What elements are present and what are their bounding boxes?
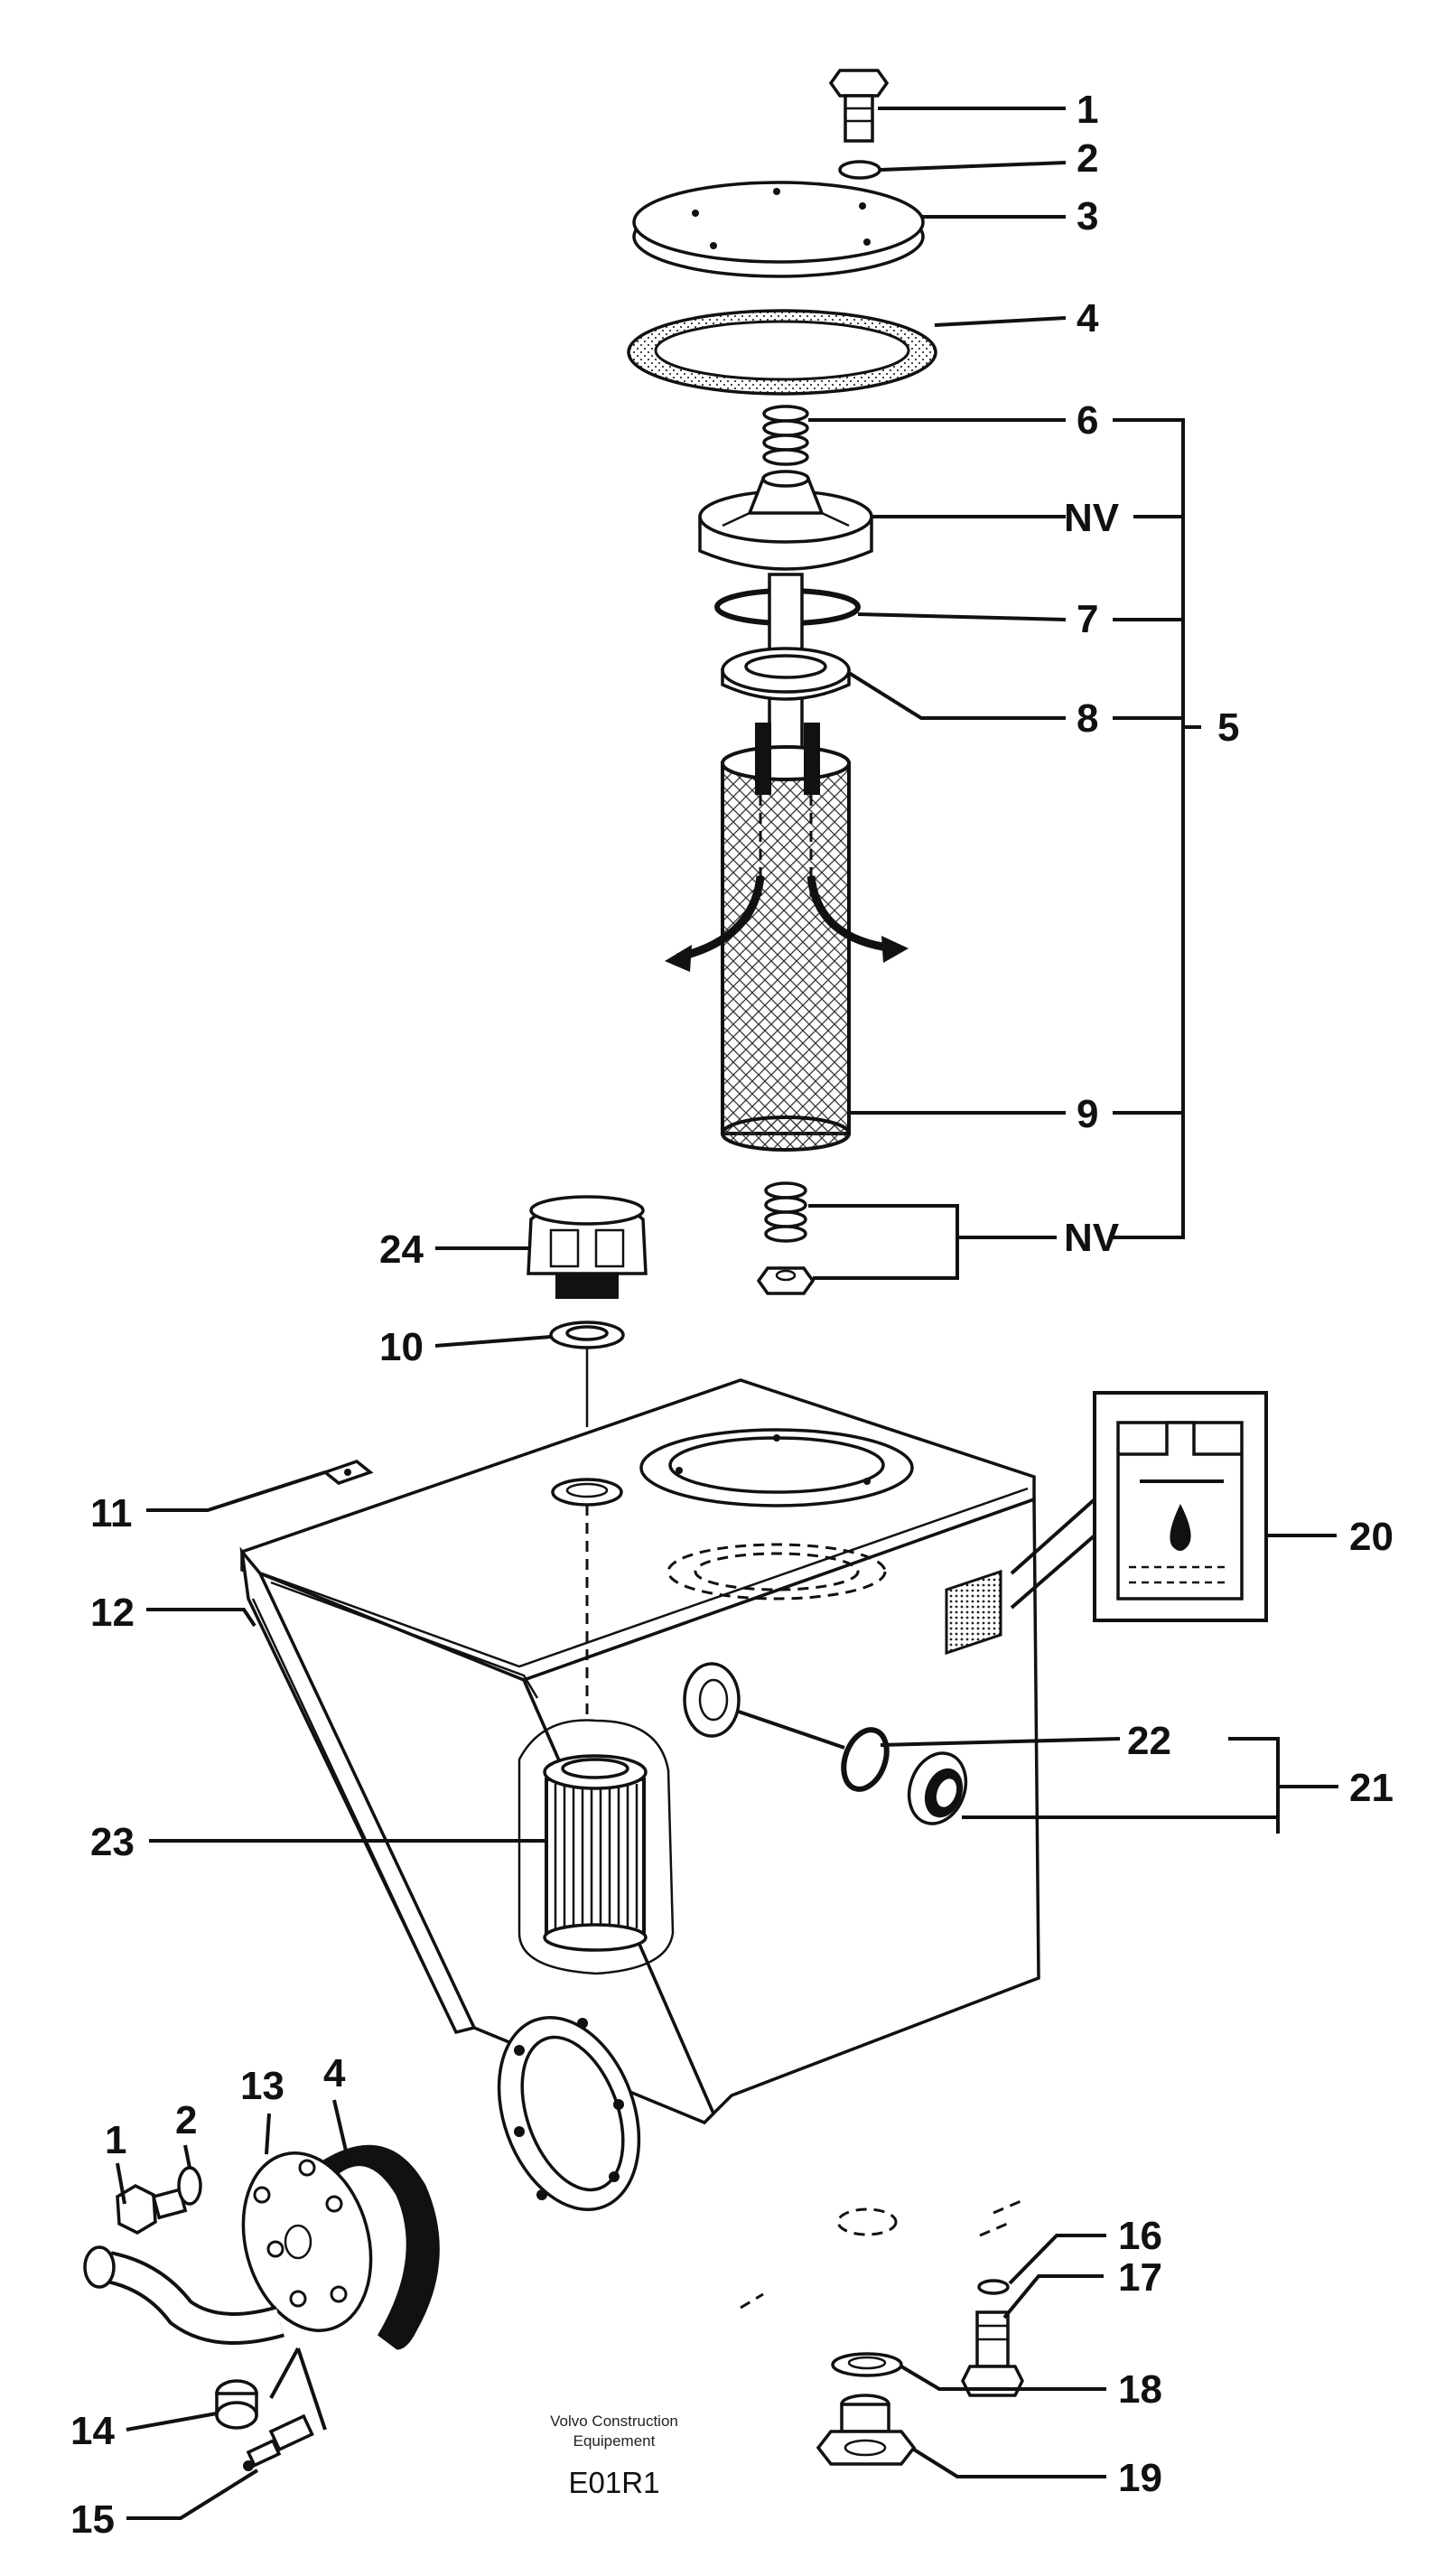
- callout-16: 16: [1118, 2214, 1162, 2258]
- o-ring-22: [841, 1727, 890, 1792]
- tank-flange-opening: [497, 2015, 641, 2212]
- callout-20: 20: [1349, 1515, 1394, 1559]
- washer-16: [977, 2279, 1010, 2295]
- hose-end: [83, 2245, 116, 2289]
- drawing-code: E01R1: [569, 2466, 660, 2499]
- plug-14: [215, 2379, 258, 2430]
- callout-nv-bottom: NV: [1064, 1216, 1120, 1260]
- washer-bottom: [177, 2166, 202, 2206]
- callout-23: 23: [90, 1820, 135, 1864]
- diagram-footer: Volvo Construction Equipement E01R1: [550, 2413, 678, 2499]
- callout-15: 15: [70, 2497, 115, 2542]
- assembly-line-21: [738, 1710, 845, 1750]
- callout-24: 24: [379, 1227, 424, 1272]
- washer-10: [549, 1321, 625, 1349]
- callout-10: 10: [379, 1325, 424, 1369]
- callout-11: 11: [90, 1491, 133, 1535]
- callout-1-bottom: 1: [105, 2118, 126, 2162]
- tank-cover: [632, 181, 925, 278]
- callout-14: 14: [70, 2409, 115, 2453]
- sight-plug-21: [907, 1751, 968, 1825]
- maker-line-1: Volvo Construction: [550, 2413, 678, 2430]
- hydraulic-tank: [239, 1378, 1040, 2310]
- seal-ring-8: [721, 647, 851, 701]
- callout-9: 9: [1077, 1092, 1098, 1136]
- oil-level-inset: [1010, 1391, 1268, 1622]
- callout-2-bottom: 2: [175, 2098, 197, 2142]
- gasket-top: [627, 309, 937, 396]
- callout-1-top: 1: [1077, 88, 1098, 132]
- flange-plate: [241, 2151, 373, 2332]
- callout-3: 3: [1077, 194, 1098, 238]
- callout-8: 8: [1077, 696, 1098, 741]
- bolt-17: [961, 2310, 1024, 2397]
- callout-nv-top: NV: [1064, 496, 1120, 540]
- clip-11: [322, 1460, 374, 1485]
- callout-2-top: 2: [1077, 136, 1098, 181]
- callout-12: 12: [90, 1591, 135, 1635]
- suction-filter: [517, 1719, 675, 1975]
- callout-21: 21: [1349, 1766, 1394, 1810]
- callout-19: 19: [1118, 2456, 1162, 2500]
- spring-top: [762, 405, 809, 466]
- callout-22: 22: [1127, 1719, 1171, 1763]
- callout-13: 13: [240, 2064, 284, 2108]
- washer-18: [831, 2352, 903, 2377]
- callout-4-top: 4: [1077, 296, 1099, 341]
- callout-17: 17: [1118, 2255, 1162, 2300]
- washer-top: [838, 160, 881, 180]
- valve-head: [698, 470, 873, 571]
- callout-4-bottom: 4: [323, 2051, 346, 2095]
- callout-labels: 1 2 3 4 6 NV 7 8 5 9 NV 24 10 11 20 12 2…: [70, 88, 1394, 2542]
- callout-5: 5: [1217, 705, 1239, 750]
- gasket-bottom: [322, 2144, 440, 2350]
- maker-line-2: Equipement: [573, 2432, 656, 2450]
- sensor-15: [243, 2413, 314, 2471]
- bolt-top: [828, 69, 890, 143]
- leader-lines: [116, 107, 1338, 2520]
- breather-cap: [527, 1195, 648, 1299]
- callout-7: 7: [1077, 597, 1098, 641]
- callout-6: 6: [1077, 398, 1098, 443]
- filter-element: [665, 723, 909, 1152]
- valve-spring-lower: [764, 1181, 807, 1243]
- drain-plug-19: [816, 2394, 917, 2466]
- callout-18: 18: [1118, 2367, 1162, 2412]
- valve-nut-lower: [756, 1266, 816, 1295]
- bolt-bottom: [116, 2184, 188, 2235]
